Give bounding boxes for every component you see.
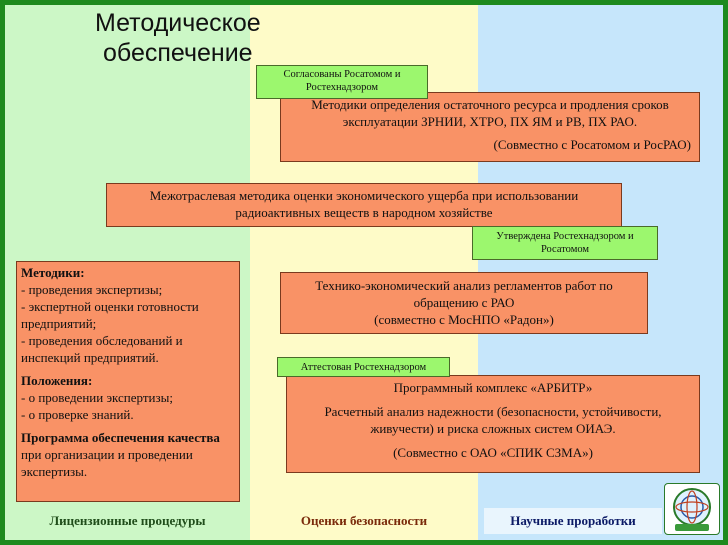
slide-title: Методическое обеспечение: [95, 8, 295, 68]
badge-certified: Аттестован Ростехнадзором: [277, 357, 450, 377]
licensing-docs-box: Методики: - проведения экспертизы; - экс…: [16, 261, 240, 502]
logo-emblem-icon: [673, 488, 711, 531]
regulations-item: - о проведении экспертизы;: [21, 390, 173, 405]
resource-methods-text: Методики определения остаточного ресурса…: [311, 97, 669, 129]
methods-item: - проведения экспертизы;: [21, 282, 163, 297]
badge-rosatom: Согласованы Росатомом и Ростехнадзором: [256, 65, 428, 99]
badge-approved: Утверждена Ростехнадзором и Росатомом: [472, 226, 658, 260]
analysis-text: Технико-экономический анализ регламентов…: [315, 278, 613, 310]
regulations-heading: Положения:: [21, 373, 93, 388]
program-heading: Программа обеспечения качества: [21, 430, 220, 445]
resource-methods-partner: (Совместно с Росатомом и РосРАО): [493, 137, 691, 152]
arbitr-box: Программный комплекс «АРБИТР» Расчетный …: [286, 375, 700, 473]
program-text: при организации и проведении экспертизы.: [21, 447, 193, 479]
footer-research: Научные проработки: [484, 508, 662, 534]
footer-licensing: Лицензионные процедуры: [49, 513, 206, 528]
methods-item: - проведения обследований и инспекций пр…: [21, 333, 183, 365]
organization-logo: [664, 483, 720, 535]
damage-method-box: Межотраслевая методика оценки экономичес…: [106, 183, 622, 227]
title-line-2: обеспечение: [103, 39, 253, 67]
arbitr-description: Расчетный анализ надежности (безопасност…: [324, 404, 662, 436]
footer-safety: Оценки безопасности: [300, 513, 428, 528]
arbitr-partner: (Совместно с ОАО «СПИК СЗМА»): [393, 445, 593, 460]
analysis-box: Технико-экономический анализ регламентов…: [280, 272, 648, 334]
arbitr-title: Программный комплекс «АРБИТР»: [393, 380, 593, 395]
methods-item: - экспертной оценки готовности предприят…: [21, 299, 199, 331]
regulations-item: - о проверке знаний.: [21, 407, 134, 422]
methods-heading: Методики:: [21, 265, 85, 280]
analysis-partner: (совместно с МосНПО «Радон»): [374, 312, 554, 327]
title-line-1: Методическое: [95, 9, 261, 37]
damage-method-text: Межотраслевая методика оценки экономичес…: [149, 188, 579, 220]
resource-methods-box: Методики определения остаточного ресурса…: [280, 92, 700, 162]
